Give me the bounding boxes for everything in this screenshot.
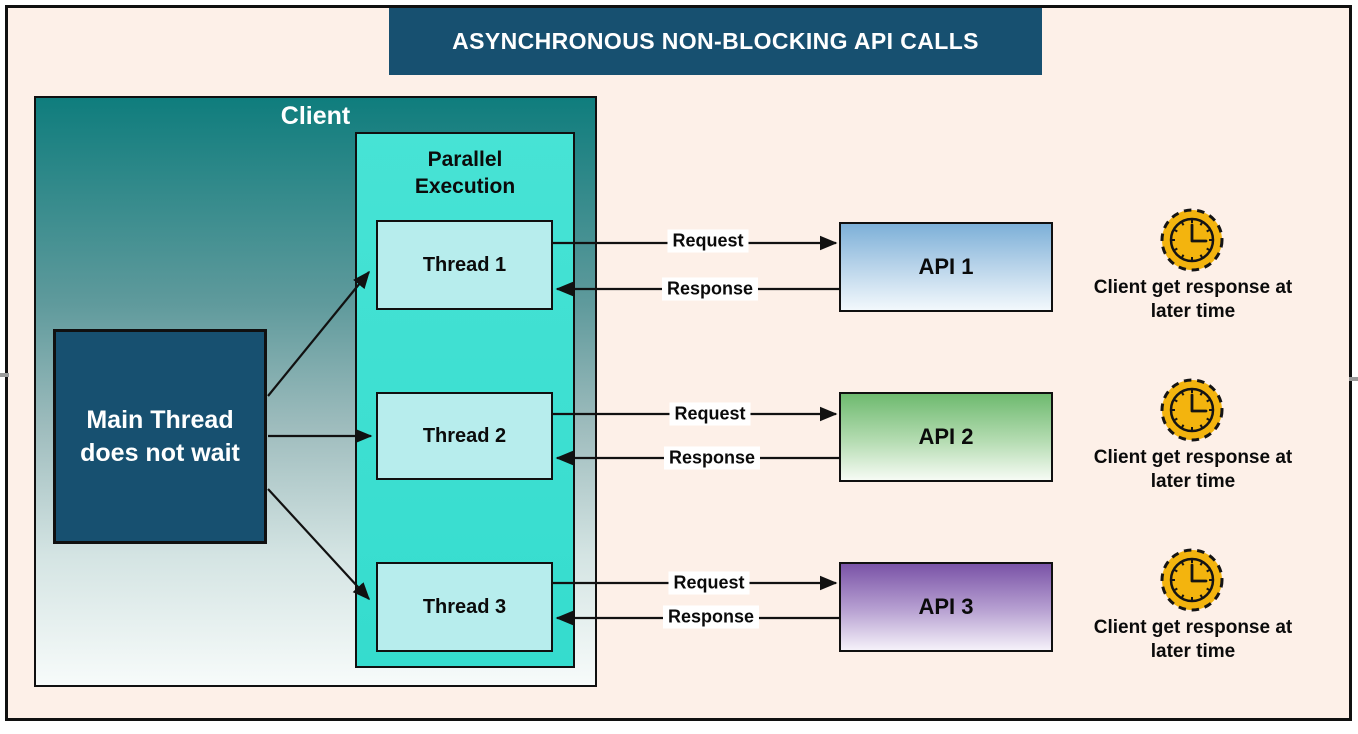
right-edge-handle-mark xyxy=(1349,377,1358,381)
response-label-1: Response xyxy=(661,277,759,301)
response-note-3: Client get response at later time xyxy=(1093,617,1293,662)
main-thread-box: Main Thread does not wait xyxy=(53,329,267,544)
api-3-box: API 3 xyxy=(839,562,1053,652)
parallel-execution-label: Parallel Execution xyxy=(414,148,516,198)
response-note-2: Client get response at later time xyxy=(1093,447,1293,492)
response-note-1: Client get response at later time xyxy=(1093,277,1293,322)
thread-2-box: Thread 2 xyxy=(376,392,553,480)
api-1-box: API 1 xyxy=(839,222,1053,312)
response-label-3: Response xyxy=(662,605,760,629)
request-label-2: Request xyxy=(669,402,751,426)
left-edge-handle-mark xyxy=(0,373,9,377)
api-2-box: API 2 xyxy=(839,392,1053,482)
response-label-2: Response xyxy=(663,446,761,470)
request-label-3: Request xyxy=(668,571,750,595)
diagram-title: ASYNCHRONOUS NON-BLOCKING API CALLS xyxy=(389,8,1042,75)
request-label-1: Request xyxy=(667,229,749,253)
client-label: Client xyxy=(280,102,351,130)
thread-1-box: Thread 1 xyxy=(376,220,553,310)
thread-3-box: Thread 3 xyxy=(376,562,553,652)
